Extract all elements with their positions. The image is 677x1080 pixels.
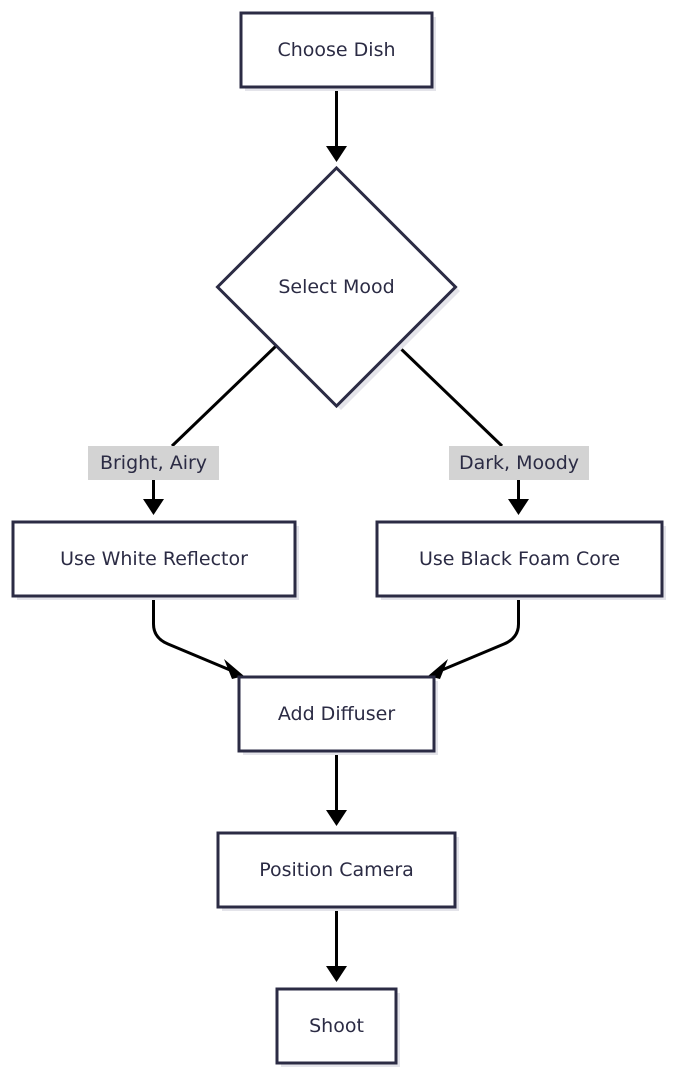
node-use-black-foam-core[interactable]: Use Black Foam Core	[375, 520, 666, 600]
edge-label-bright-airy-bg	[88, 446, 219, 480]
node-position-camera[interactable]: Position Camera	[216, 831, 459, 911]
edge-label-dark-moody: Dark, Moody	[449, 446, 589, 480]
node-add-diffuser-box	[237, 675, 436, 753]
edges	[143, 87, 529, 982]
node-select-mood-diamond	[215, 165, 458, 409]
node-choose-dish-box	[239, 11, 434, 89]
node-shoot-label: Shoot	[309, 1015, 364, 1037]
arrowhead-position-camera	[326, 810, 347, 826]
arrowhead-black-foam-core	[508, 499, 529, 515]
node-use-black-foam-core-label: Use Black Foam Core	[419, 548, 620, 570]
edge-label-bright-airy-text: Bright, Airy	[100, 452, 207, 474]
node-select-mood[interactable]: Select Mood	[215, 165, 461, 410]
node-choose-dish-label: Choose Dish	[277, 39, 395, 61]
node-position-camera-box	[216, 831, 457, 909]
edge-label-dark-moody-text: Dark, Moody	[459, 452, 579, 474]
node-use-white-reflector-label: Use White Reflector	[60, 548, 248, 570]
node-add-diffuser-label: Add Diffuser	[278, 703, 395, 725]
node-select-mood-label: Select Mood	[278, 276, 394, 298]
arrowhead-white-reflector	[143, 499, 164, 515]
node-use-white-reflector[interactable]: Use White Reflector	[11, 520, 299, 600]
node-use-black-foam-core-box	[375, 520, 664, 598]
arrowhead-add-diffuser-left	[224, 659, 244, 679]
node-add-diffuser[interactable]: Add Diffuser	[237, 675, 438, 755]
edge-select-mood-to-black-foam-core	[396, 344, 504, 448]
edge-select-mood-to-white-reflector	[170, 344, 278, 448]
edge-label-bright-airy: Bright, Airy	[88, 446, 219, 480]
node-use-white-reflector-box	[11, 520, 297, 598]
node-shoot-box	[275, 987, 398, 1065]
arrowhead-add-diffuser-right	[428, 659, 448, 679]
node-position-camera-label: Position Camera	[259, 859, 414, 881]
node-shoot[interactable]: Shoot	[275, 987, 400, 1067]
node-choose-dish[interactable]: Choose Dish	[239, 11, 436, 91]
edge-black-foam-core-to-add-diffuser	[441, 596, 520, 672]
edge-label-dark-moody-bg	[449, 446, 589, 480]
edge-white-reflector-to-add-diffuser	[152, 596, 231, 672]
arrowhead-shoot	[326, 966, 347, 982]
arrowhead-select-mood	[326, 146, 347, 162]
